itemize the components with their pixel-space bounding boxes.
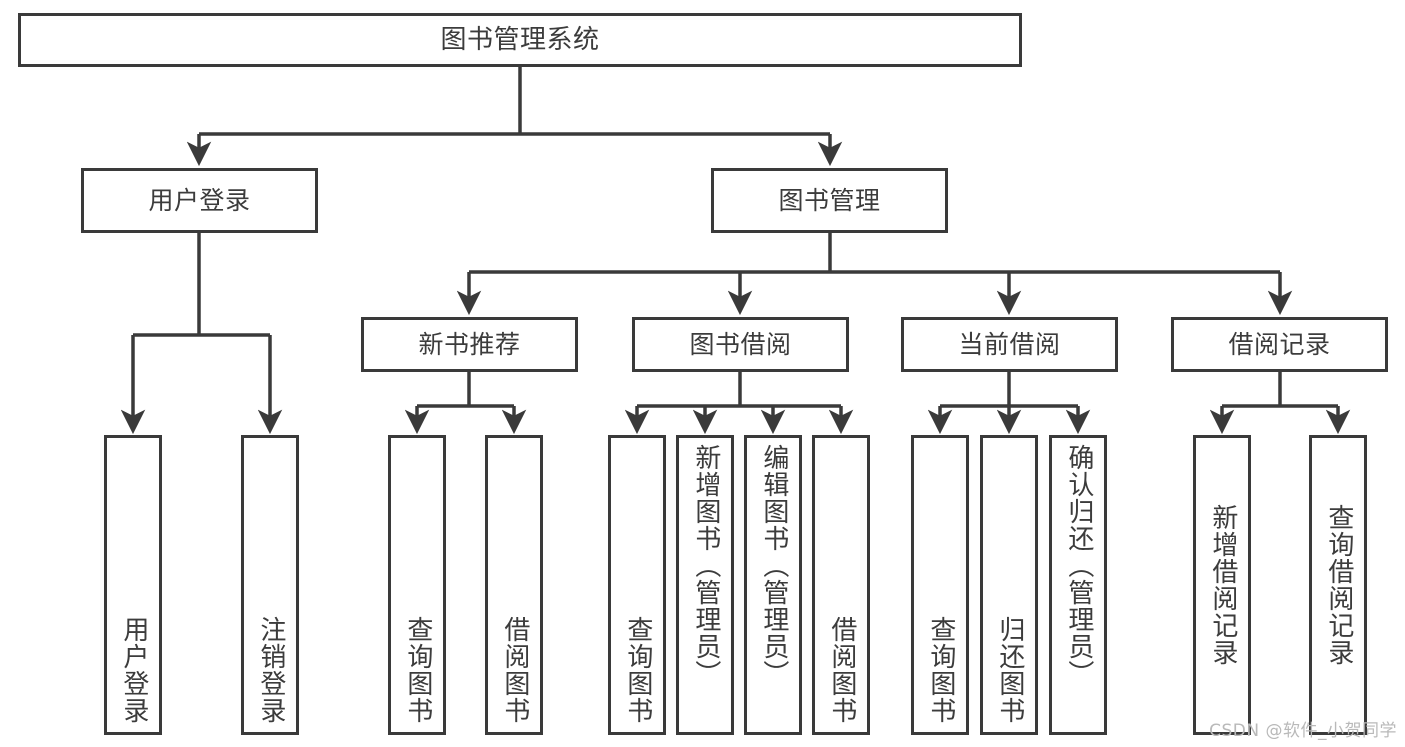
- leaf-add-record-label: 新增借阅记录: [1207, 504, 1238, 666]
- node-root[interactable]: 图书管理系统: [18, 13, 1022, 67]
- leaf-query-record[interactable]: 查询借阅记录: [1309, 435, 1367, 735]
- node-new-book-recommend-label: 新书推荐: [418, 329, 521, 359]
- leaf-query-book-1[interactable]: 查询图书: [388, 435, 446, 735]
- leaf-return-book-label: 归还图书: [994, 616, 1025, 724]
- node-root-label: 图书管理系统: [440, 24, 600, 55]
- leaf-user-login[interactable]: 用户登录: [104, 435, 162, 735]
- node-book-borrow-label: 图书借阅: [689, 329, 792, 359]
- node-new-book-recommend[interactable]: 新书推荐: [361, 317, 578, 372]
- leaf-query-record-label: 查询借阅记录: [1323, 504, 1354, 666]
- leaf-borrow-book-2[interactable]: 借阅图书: [812, 435, 870, 735]
- node-book-borrow[interactable]: 图书借阅: [632, 317, 849, 372]
- leaf-add-record[interactable]: 新增借阅记录: [1193, 435, 1251, 735]
- leaf-edit-book-label: 编辑图书（管理员）: [758, 444, 789, 687]
- leaf-query-book-2[interactable]: 查询图书: [608, 435, 666, 735]
- leaf-return-book[interactable]: 归还图书: [980, 435, 1038, 735]
- leaf-borrow-book-1-label: 借阅图书: [499, 616, 530, 724]
- node-book-manage-label: 图书管理: [778, 185, 881, 215]
- node-current-borrow[interactable]: 当前借阅: [901, 317, 1118, 372]
- leaf-logout-label: 注销登录: [255, 616, 286, 724]
- leaf-query-book-3-label: 查询图书: [925, 616, 956, 724]
- watermark: CSDN @软件_小贺同学: [1209, 721, 1397, 741]
- leaf-add-book-label: 新增图书（管理员）: [690, 444, 721, 687]
- leaf-edit-book[interactable]: 编辑图书（管理员）: [744, 435, 802, 735]
- leaf-user-login-label: 用户登录: [118, 616, 149, 724]
- node-book-manage[interactable]: 图书管理: [711, 168, 948, 233]
- leaf-confirm-return[interactable]: 确认归还（管理员）: [1049, 435, 1107, 735]
- leaf-query-book-3[interactable]: 查询图书: [911, 435, 969, 735]
- node-user-login-label: 用户登录: [148, 185, 251, 215]
- leaf-query-book-2-label: 查询图书: [622, 616, 653, 724]
- leaf-borrow-book-1[interactable]: 借阅图书: [485, 435, 543, 735]
- leaf-logout[interactable]: 注销登录: [241, 435, 299, 735]
- node-current-borrow-label: 当前借阅: [958, 329, 1061, 359]
- leaf-add-book[interactable]: 新增图书（管理员）: [676, 435, 734, 735]
- leaf-query-book-1-label: 查询图书: [402, 616, 433, 724]
- leaf-borrow-book-2-label: 借阅图书: [826, 616, 857, 724]
- node-borrow-record[interactable]: 借阅记录: [1171, 317, 1388, 372]
- node-borrow-record-label: 借阅记录: [1228, 329, 1331, 359]
- node-user-login[interactable]: 用户登录: [81, 168, 318, 233]
- leaf-confirm-return-label: 确认归还（管理员）: [1063, 444, 1094, 687]
